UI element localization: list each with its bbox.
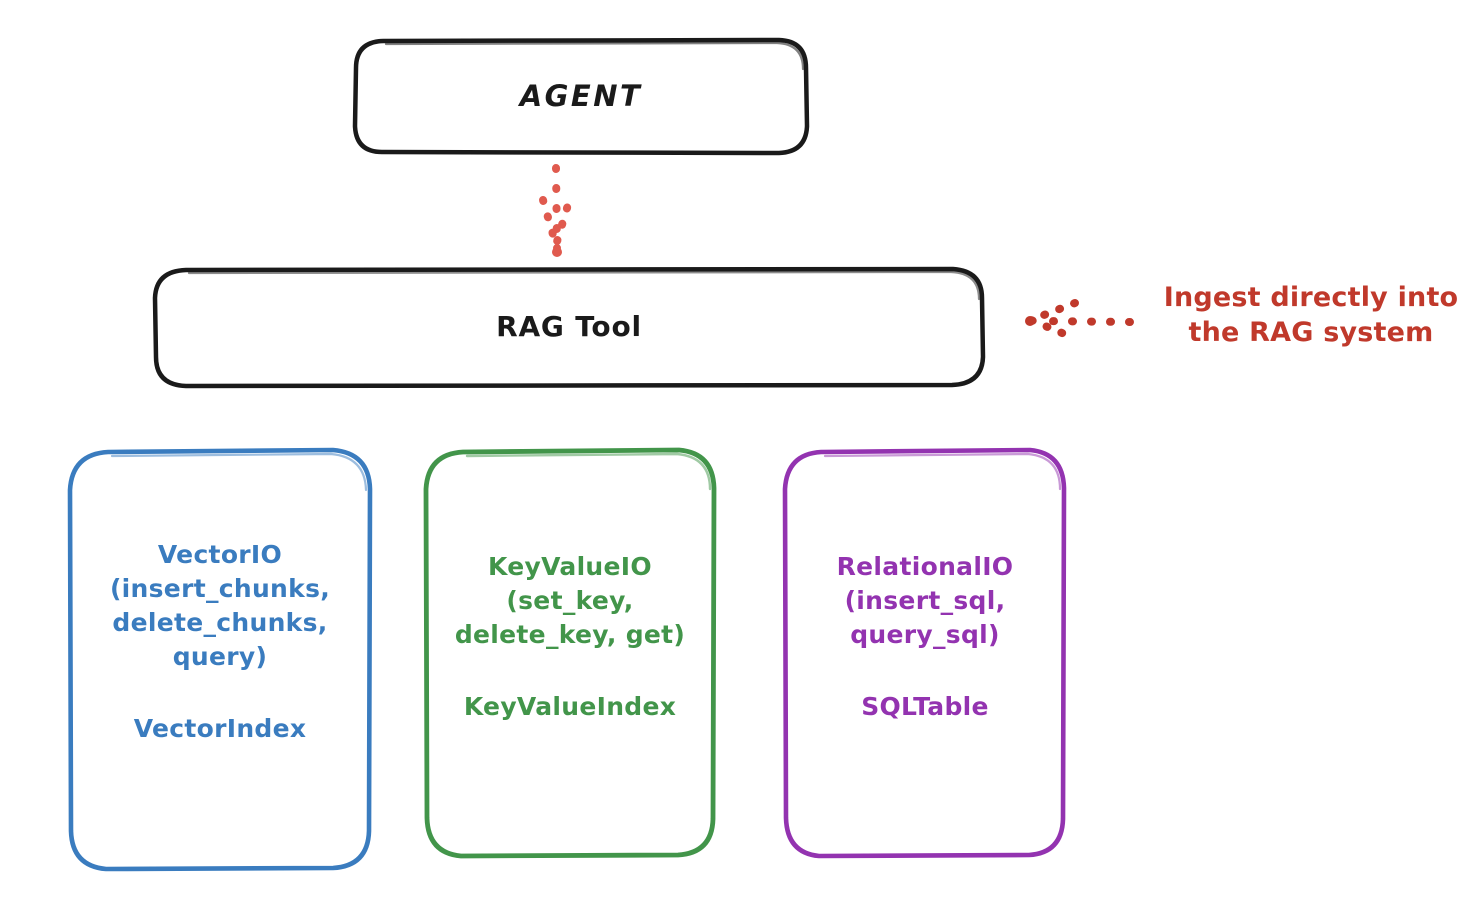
relational-io-index-label: SQLTable xyxy=(861,692,989,721)
rag-tool-node[interactable]: RAG Tool xyxy=(155,269,983,386)
key-value-io-index-label: KeyValueIndex xyxy=(463,692,677,721)
rag-tool-node-label: RAG Tool xyxy=(496,310,642,344)
rag-tool-box-outline xyxy=(152,266,986,389)
relational-io-node[interactable]: RelationalIO (insert_sql, query_sql) SQL… xyxy=(786,450,1064,856)
relational-io-box-outline xyxy=(782,447,1067,859)
vector-io-box-outline xyxy=(67,447,373,872)
ingest-annotation-text: Ingest directly into the RAG system xyxy=(1163,282,1459,349)
vector-io-index-label: VectorIndex xyxy=(133,714,307,743)
key-value-io-node[interactable]: KeyValueIO (set_key, delete_key, get) Ke… xyxy=(426,450,714,856)
agent-to-rag-tool-arrow xyxy=(539,164,574,257)
vector-io-node[interactable]: VectorIO (insert_chunks, delete_chunks, … xyxy=(70,450,370,870)
key-value-io-box-outline xyxy=(423,447,717,859)
agent-node-label: AGENT xyxy=(519,79,643,114)
agent-node[interactable]: AGENT xyxy=(355,40,807,154)
key-value-io-api-label: KeyValueIO (set_key, delete_key, get) xyxy=(454,552,686,649)
ingest-arrow xyxy=(1025,299,1134,342)
relational-io-api-label: RelationalIO (insert_sql, query_sql) xyxy=(836,552,1014,649)
agent-box-outline xyxy=(352,37,810,156)
vector-io-api-label: VectorIO (insert_chunks, delete_chunks, … xyxy=(109,540,331,671)
